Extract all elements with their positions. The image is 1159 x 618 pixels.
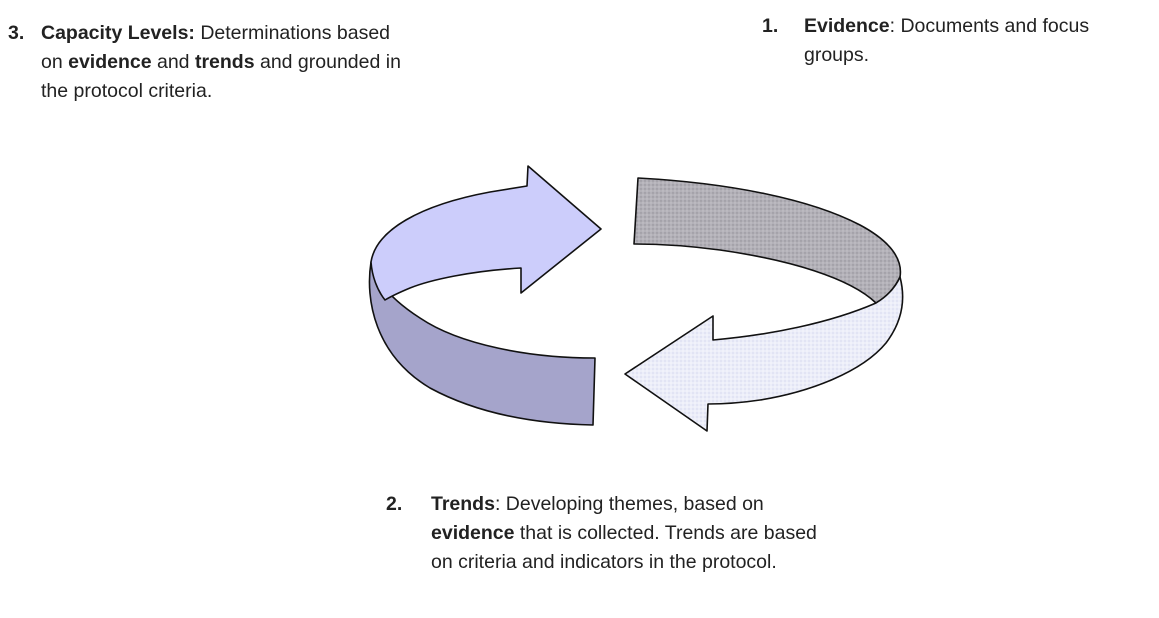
step-text: Determinations based on (41, 22, 391, 73)
step-text: : Documents and focus groups. (804, 15, 1090, 66)
step-term: Capacity Levels: (41, 22, 195, 44)
step-trends: 2. Trends: Developing themes, based on e… (386, 490, 836, 577)
step-number: 3. (8, 22, 25, 44)
step-description: Evidence: Documents and focus groups. (804, 12, 1157, 70)
step-number: 2. (386, 493, 403, 515)
step-text: : Developing themes, based on (494, 493, 764, 515)
step-number: 1. (762, 15, 779, 37)
step-text: and grounded in the protocol criteria. (41, 51, 401, 102)
left-arrow-top (370, 165, 602, 301)
step-term: Trends (431, 493, 495, 515)
step-text: and (151, 51, 195, 73)
right-band-top (633, 177, 902, 304)
step-evidence: 1. Evidence: Documents and focus groups. (762, 12, 1157, 70)
left-arrow-side (368, 261, 596, 426)
step-keyword: evidence (431, 522, 515, 544)
bottom-arrow (624, 276, 904, 432)
step-description: Capacity Levels: Determinations based on… (41, 19, 408, 106)
step-capacity-levels: 3. Capacity Levels: Determinations based… (8, 19, 408, 106)
step-keyword: trends (194, 51, 255, 73)
step-keyword: evidence (68, 51, 152, 73)
step-text: that is collected. Trends are based on c… (431, 522, 817, 573)
step-term: Evidence (804, 15, 890, 37)
step-description: Trends: Developing themes, based on evid… (431, 490, 831, 577)
